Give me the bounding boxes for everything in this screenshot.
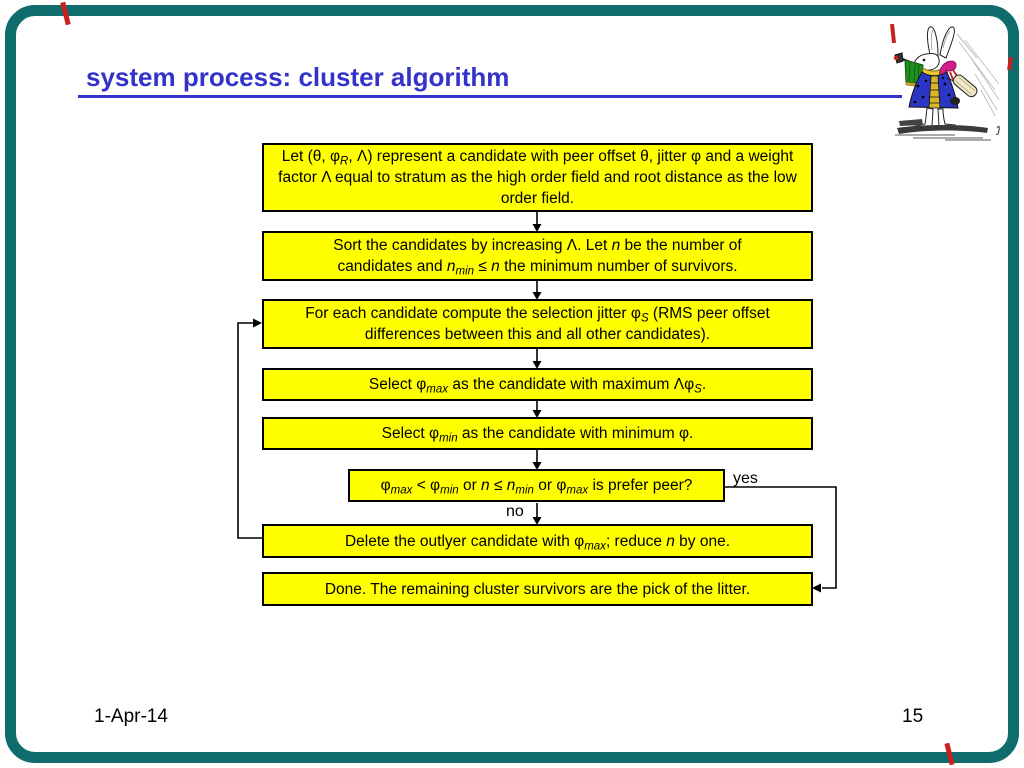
footer-date: 1-Apr-14 — [94, 706, 168, 727]
box-text: Select φmin as the candidate with minimu… — [381, 425, 694, 445]
white-rabbit-icon — [893, 26, 1000, 141]
footer-page-number: 15 — [902, 706, 924, 727]
box-text: φmax < φmin or n ≤ nmin or φmax is prefe… — [380, 477, 693, 497]
branch-label-yes: yes — [733, 470, 758, 487]
flowchart-box-delete-outlier: Delete the outlyer candidate with φmax; … — [262, 524, 813, 558]
box-text: Done. The remaining cluster survivors ar… — [324, 580, 751, 598]
box-text: Sort the candidates by increasing Λ. Let… — [333, 237, 742, 278]
slide-title: system process: cluster algorithm — [86, 62, 510, 92]
flowchart-box-select-phi-max: Select φmax as the candidate with maximu… — [262, 368, 813, 401]
box-text: Let (θ, φR, Λ) represent a candidate wit… — [278, 148, 797, 207]
flowchart-box-sort-candidates: Sort the candidates by increasing Λ. Let… — [262, 231, 813, 281]
box-text: Delete the outlyer candidate with φmax; … — [344, 532, 731, 552]
box-text: For each candidate compute the selection… — [305, 305, 770, 343]
flowchart-box-compute-selection-jitter: For each candidate compute the selection… — [262, 299, 813, 349]
flowchart-box-select-phi-min: Select φmin as the candidate with minimu… — [262, 417, 813, 450]
flowchart-box-define-candidate: Let (θ, φR, Λ) represent a candidate wit… — [262, 143, 813, 212]
title-underline — [78, 95, 902, 98]
flowchart-box-done: Done. The remaining cluster survivors ar… — [262, 572, 813, 606]
branch-label-no: no — [506, 503, 524, 520]
flowchart-box-termination-decision: φmax < φmin or n ≤ nmin or φmax is prefe… — [348, 469, 725, 502]
box-text: Select φmax as the candidate with maximu… — [368, 376, 707, 396]
